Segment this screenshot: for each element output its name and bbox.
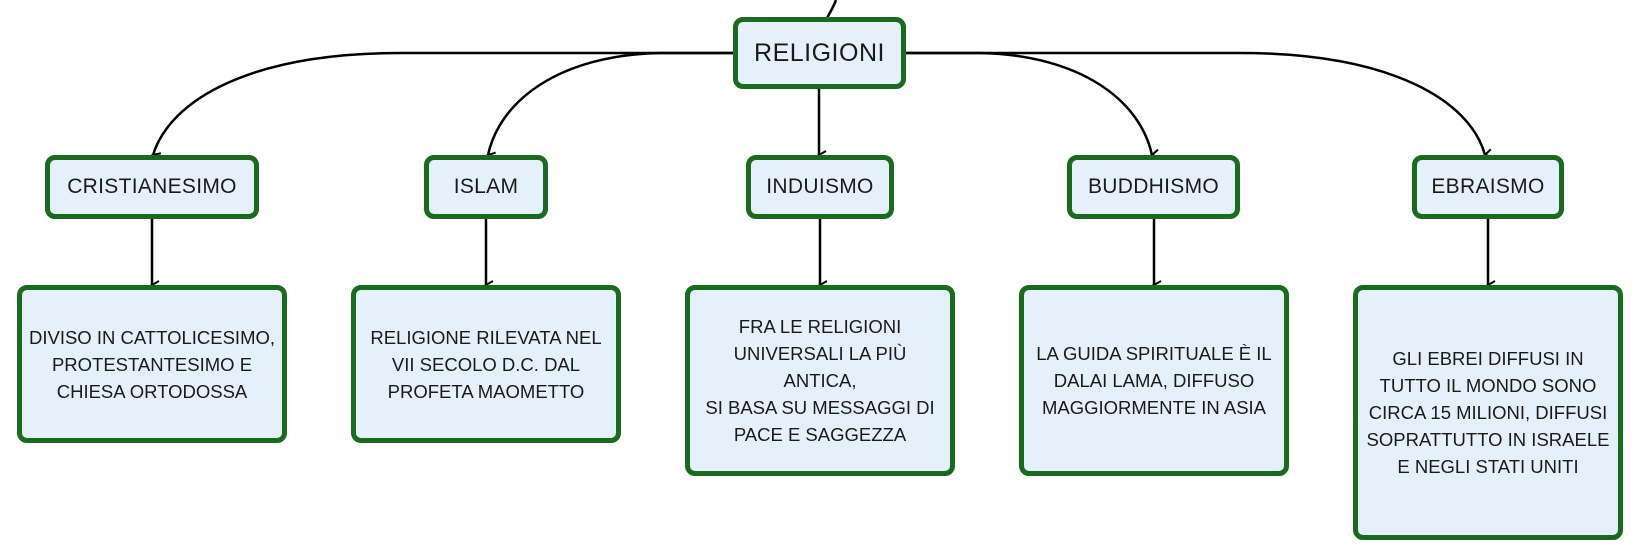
category-node-induismo[interactable]: INDUISMO [746,155,894,219]
connector-root-islam [488,51,733,155]
category-node-cristianesimo[interactable]: CRISTIANESIMO [45,155,259,219]
description-node-cristianesimo[interactable]: DIVISO IN CATTOLICESIMO, PROTESTANTESIMO… [17,285,287,443]
root-label: RELIGIONI [754,38,885,67]
root-node[interactable]: RELIGIONI [733,17,906,89]
description-text: LA GUIDA SPIRITUALE È IL DALAI LAMA, DIF… [1036,343,1272,418]
connector-root-buddhismo [905,51,1152,155]
category-node-buddhismo[interactable]: BUDDHISMO [1067,155,1240,219]
description-node-islam[interactable]: RELIGIONE RILEVATA NEL VII SECOLO D.C. D… [351,285,621,443]
category-label: CRISTIANESIMO [67,175,237,198]
description-text: RELIGIONE RILEVATA NEL VII SECOLO D.C. D… [370,326,602,402]
description-text: GLI EBREI DIFFUSI IN TUTTO IL MONDO SONO… [1366,348,1610,477]
category-label: INDUISMO [766,175,874,198]
connector-root-cristianesimo [153,51,733,155]
description-node-buddhismo[interactable]: LA GUIDA SPIRITUALE È IL DALAI LAMA, DIF… [1019,285,1289,476]
category-node-ebraismo[interactable]: EBRAISMO [1412,155,1564,219]
category-label: ISLAM [453,175,519,198]
description-text: FRA LE RELIGIONI UNIVERSALI LA PIÙ ANTIC… [705,316,935,445]
category-node-islam[interactable]: ISLAM [424,155,548,219]
description-text: DIVISO IN CATTOLICESIMO, PROTESTANTESIMO… [28,326,276,402]
description-node-ebraismo[interactable]: GLI EBREI DIFFUSI IN TUTTO IL MONDO SONO… [1353,285,1623,540]
category-label: EBRAISMO [1431,175,1545,198]
connector-root-ebraismo [905,51,1485,155]
category-label: BUDDHISMO [1087,175,1220,198]
description-node-induismo[interactable]: FRA LE RELIGIONI UNIVERSALI LA PIÙ ANTIC… [685,285,955,476]
